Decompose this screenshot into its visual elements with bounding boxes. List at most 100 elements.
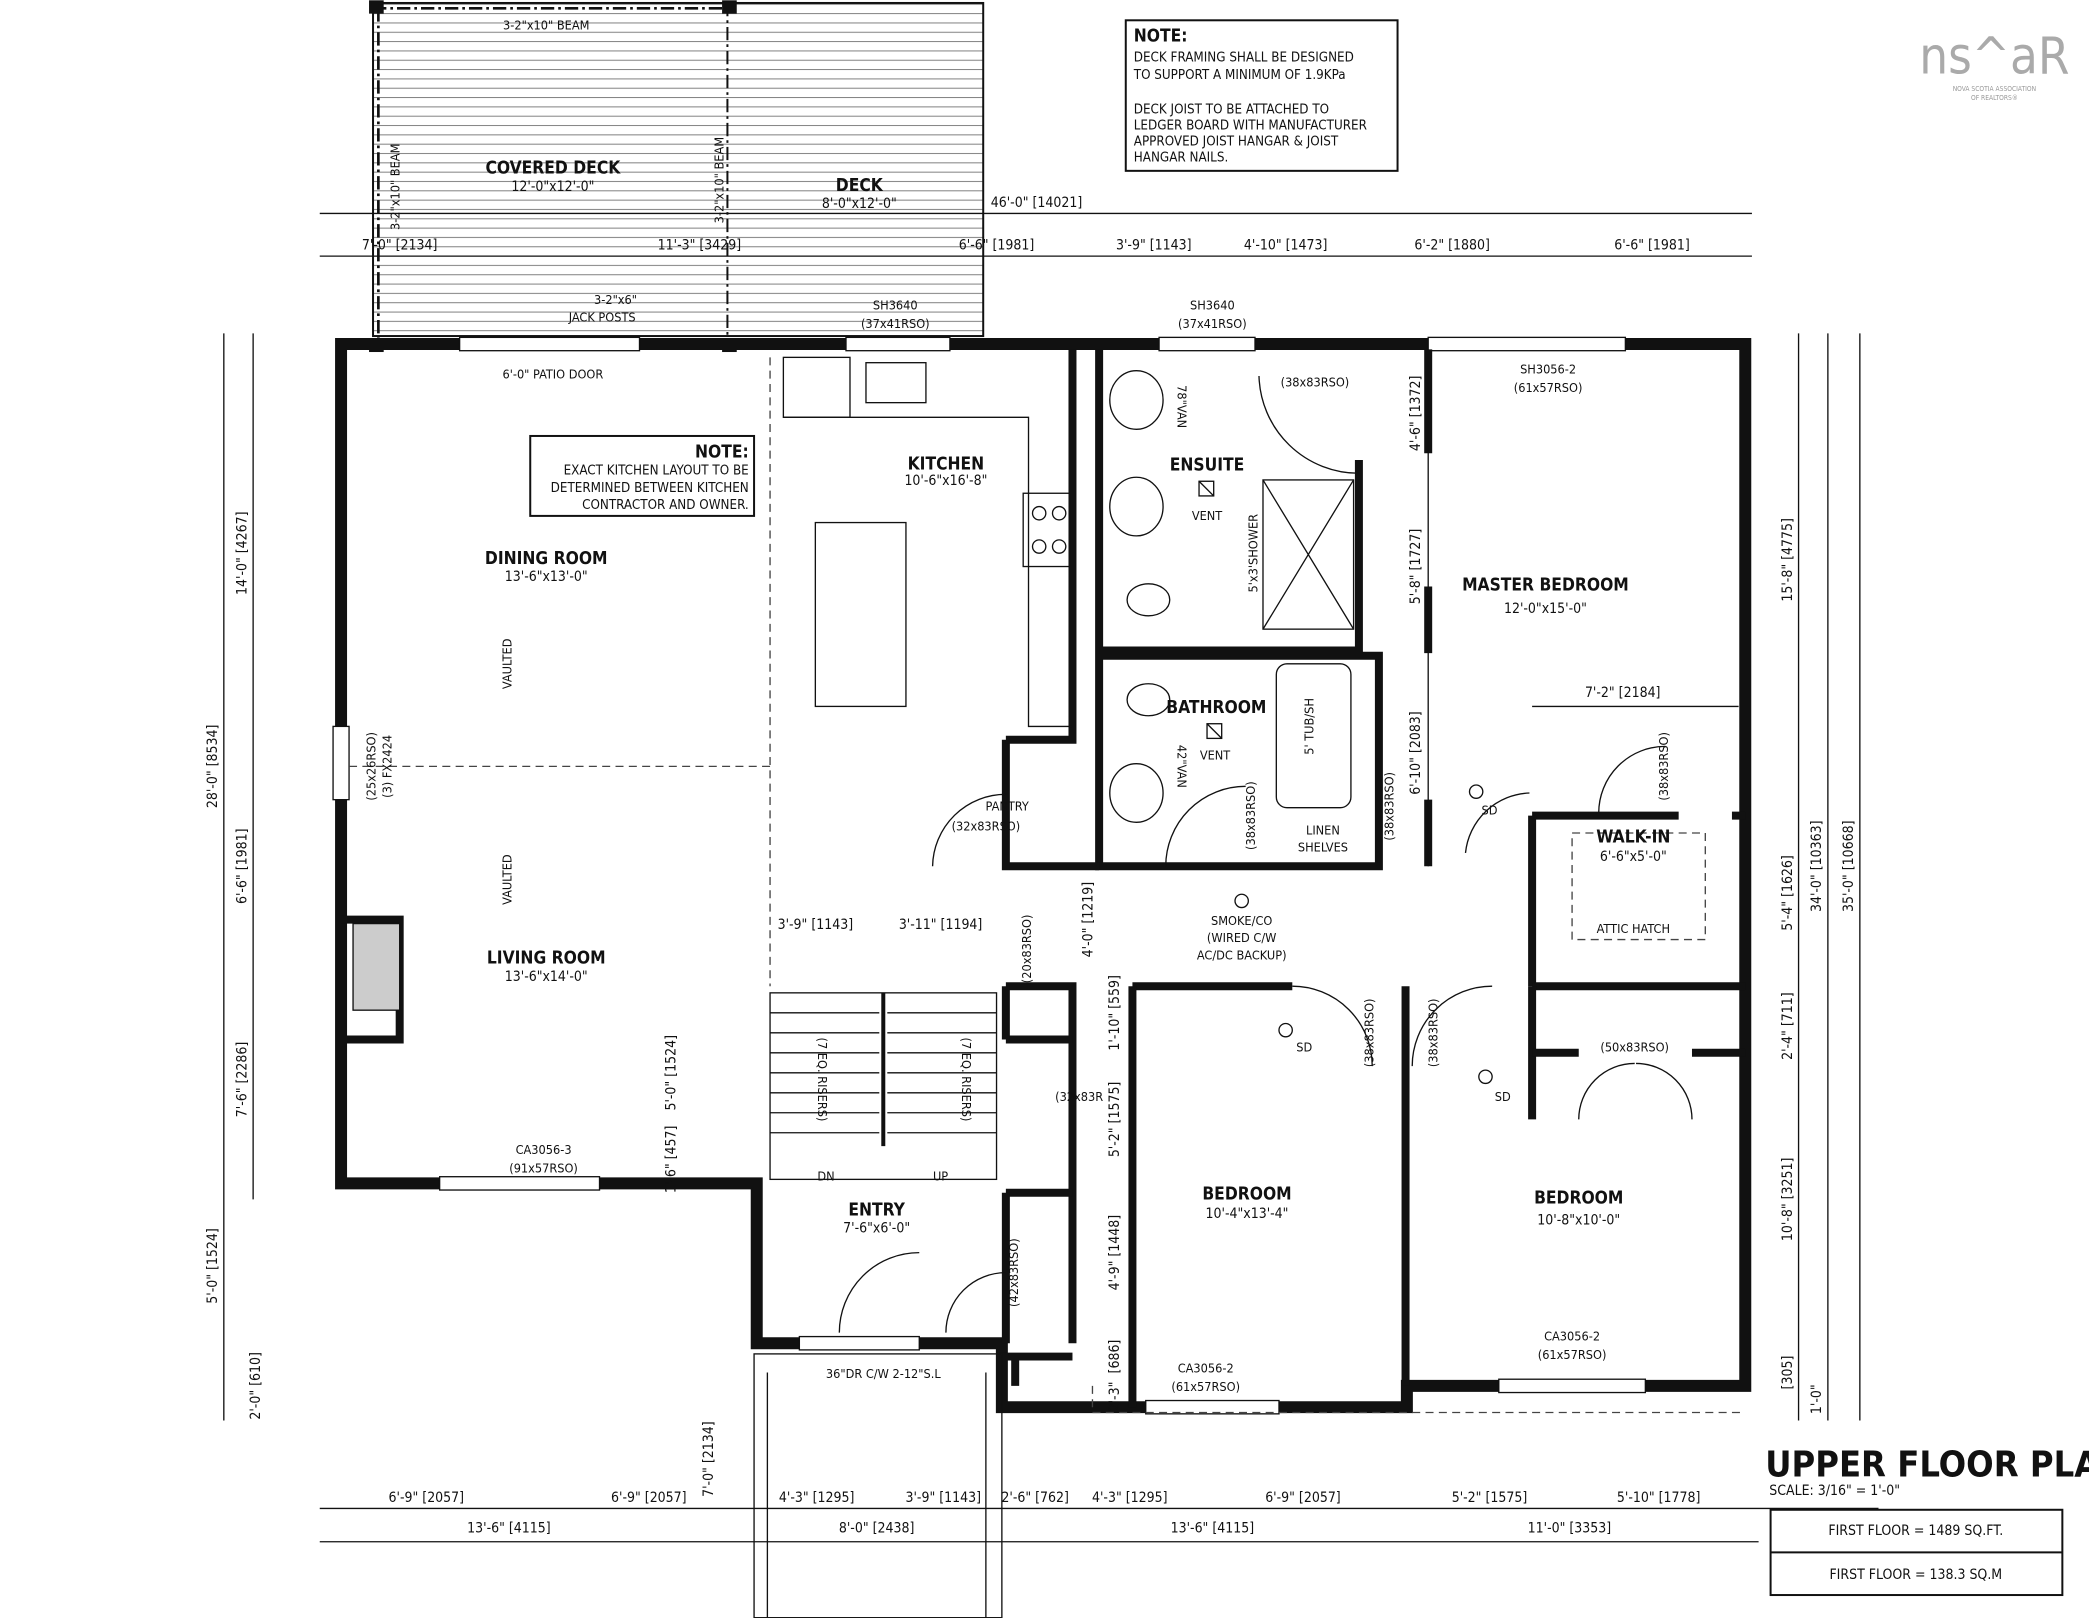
dimension: 3'-9" [1143] — [778, 917, 854, 933]
room-size: 13'-6"x14'-0" — [505, 969, 588, 985]
door-label: (42x83RSO) — [1006, 1238, 1021, 1307]
dimension: 5'-0" [1524] — [663, 1035, 679, 1111]
door-label: (38x83RSO) — [1281, 375, 1350, 390]
room-size: 12'-0"x15'-0" — [1504, 601, 1587, 617]
linen-label: LINEN — [1306, 822, 1340, 837]
area-sqft: FIRST FLOOR = 1489 SQ.FT. — [1828, 1523, 2003, 1539]
stairs-down-label: DN — [817, 1169, 834, 1184]
plan-scale: SCALE: 3/16" = 1'-0" — [1769, 1483, 1900, 1499]
dimension: 7'-0" [2134] — [701, 1421, 717, 1497]
area-sqm: FIRST FLOOR = 138.3 SQ.M — [1829, 1567, 2002, 1583]
logo-subtitle: OF REALTORS® — [1971, 94, 2018, 102]
dimension: 6'-9" [2057] — [611, 1490, 687, 1506]
room-size: 13'-6"x13'-0" — [505, 569, 588, 585]
dimension: 5'-2" [1575] — [1107, 1082, 1123, 1158]
risers-label: (7 EQ. RISERS) — [815, 1038, 830, 1122]
dimension: 4'-3" [1295] — [779, 1490, 855, 1506]
sd-label: SD — [1495, 1089, 1511, 1104]
dimension: 34'-0" [10363] — [1809, 821, 1825, 913]
deck — [369, 0, 985, 353]
patio-door-label: 6'-0" PATIO DOOR — [502, 367, 603, 382]
room-size: (32x83RSO) — [952, 818, 1021, 833]
window-label: (37x41RSO) — [1178, 316, 1247, 331]
smoke-co-label: SMOKE/CO — [1211, 913, 1272, 928]
dimension: 5'-8" [1727] — [1408, 529, 1424, 605]
dimension: 4'-10" [1473] — [1244, 237, 1328, 253]
dimension: 4'-0" [1219] — [1080, 882, 1096, 958]
window-label: (37x41RSO) — [861, 316, 930, 331]
window-label: (25x26RSO) — [364, 732, 379, 801]
room-master-bedroom: MASTER BEDROOM — [1462, 576, 1629, 596]
deck-note: NOTE: DECK FRAMING SHALL BE DESIGNED TO … — [1124, 19, 1399, 172]
exterior-openings — [332, 336, 1647, 1415]
room-living: LIVING ROOM — [487, 949, 606, 969]
linen-label: SHELVES — [1298, 840, 1348, 855]
dimension-lines — [223, 212, 1879, 1543]
beam-label: 3-2"x10" BEAM — [503, 18, 589, 33]
sd-label: SD — [1296, 1039, 1312, 1054]
room-size: 10'-8"x10'-0" — [1537, 1213, 1620, 1229]
room-entry: ENTRY — [848, 1200, 905, 1220]
jack-posts-label: JACK POSTS — [568, 309, 636, 324]
vent-label: VENT — [1192, 508, 1222, 523]
dimension: 3'-9" [1143] — [1116, 237, 1192, 253]
room-kitchen: KITCHEN — [908, 454, 985, 474]
dimension: 6'-6" [1981] — [959, 237, 1035, 253]
dimension: [305] — [1780, 1356, 1796, 1390]
room-size: 6'-6"x5'-0" — [1600, 849, 1667, 865]
vent-label: VENT — [1200, 748, 1230, 763]
dimension: 11'-0" [3353] — [1528, 1520, 1612, 1536]
dimension: 6'-10" [2083] — [1408, 711, 1424, 795]
dimension: 6'-6" [1981] — [234, 829, 250, 905]
tub-label: 5' TUB/SH — [1302, 698, 1317, 755]
note-line: TO SUPPORT A MINIMUM OF 1.9KPa — [1133, 68, 1346, 83]
note-line: HANGAR NAILS. — [1134, 151, 1229, 166]
window-label: (3) FX2424 — [380, 735, 395, 798]
door-label: (38x83RSO) — [1362, 999, 1377, 1068]
note-line: CONTRACTOR AND OWNER. — [582, 498, 749, 513]
window-label: (61x57RSO) — [1514, 380, 1583, 395]
window-label: SH3056-2 — [1520, 361, 1576, 376]
note-line: DETERMINED BETWEEN KITCHEN — [551, 481, 749, 496]
kitchen-note: NOTE: EXACT KITCHEN LAYOUT TO BE DETERMI… — [529, 434, 756, 517]
dimension: 1'-6" [457] — [663, 1126, 679, 1194]
note-line: APPROVED JOIST HANGAR & JOIST — [1134, 135, 1339, 150]
window-label: CA3056-2 — [1544, 1329, 1600, 1344]
dimensions-bottom: 6'-9" [2057] 6'-9" [2057] 4'-3" [1295] 3… — [389, 1490, 1701, 1537]
logo-subtitle: NOVA SCOTIA ASSOCIATION — [1953, 85, 2036, 93]
logo-text: ns^aR — [1919, 27, 2069, 86]
sd-label: SD — [1481, 802, 1497, 817]
room-bedroom: BEDROOM — [1202, 1184, 1291, 1204]
dimension: 5'-0" [1524] — [205, 1228, 221, 1304]
dimension: 28'-0" [8534] — [205, 725, 221, 809]
dimension: 6'-2" [1880] — [1414, 237, 1490, 253]
window-label: CA3056-2 — [1178, 1361, 1234, 1376]
dimension: 6'-9" [2057] — [1265, 1490, 1341, 1506]
room-pantry: PANTRY — [986, 798, 1029, 813]
room-dining: DINING ROOM — [485, 549, 608, 569]
dimension: 7'-6" [2286] — [234, 1042, 250, 1118]
dimension: 15'-8" [4775] — [1780, 518, 1796, 602]
note-line: DECK JOIST TO BE ATTACHED TO — [1134, 103, 1329, 118]
stairs-up-label: UP — [933, 1169, 948, 1184]
window-label: SH3640 — [1190, 297, 1235, 312]
jack-posts-label: 3-2"x6" — [594, 292, 637, 307]
smoke-co-label: (WIRED C/W — [1207, 930, 1277, 945]
dimension: 11'-3" [3429] — [658, 237, 742, 253]
note-line: LEDGER BOARD WITH MANUFACTURER — [1134, 119, 1367, 134]
dimension: 1'-10" [559] — [1107, 975, 1123, 1051]
room-walk-in: WALK-IN — [1596, 827, 1670, 847]
dimension: 46'-0" [14021] — [991, 195, 1083, 211]
front-door-label: 36"DR C/W 2-12"S.L — [826, 1366, 941, 1381]
dimension: 3'-11" [1194] — [899, 917, 983, 933]
dimensions-interior: 4'-6" [1372] 5'-8" [1727] 6'-10" [2083] … — [663, 376, 1660, 1497]
note-heading: NOTE: — [695, 442, 749, 462]
title-block: UPPER FLOOR PLAN SCALE: 3/16" = 1'-0" FI… — [1765, 1444, 2089, 1597]
annotations: 3-2"x10" BEAM 3-2"x10" BEAM 3-2"x10" BEA… — [364, 18, 1671, 1395]
window-label: (61x57RSO) — [1538, 1347, 1607, 1362]
risers-label: (7 EQ. RISERS) — [959, 1038, 974, 1122]
vaulted-label: VAULTED — [500, 854, 515, 905]
door-label: (38x83RSO) — [1382, 772, 1397, 841]
dimension: 10'-8" [3251] — [1780, 1158, 1796, 1242]
